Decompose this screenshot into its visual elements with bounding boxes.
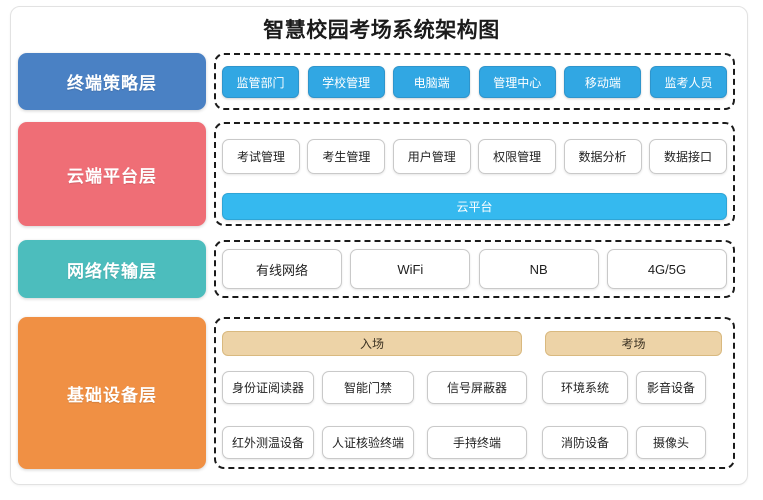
base-chip-av-equipment[interactable]: 影音设备	[636, 371, 706, 404]
layer-label-cloud-text: 云端平台层	[67, 166, 157, 186]
base-chip-signal-jammer[interactable]: 信号屏蔽器	[427, 371, 527, 404]
terminal-chip-invigilator[interactable]: 监考人员	[649, 66, 727, 98]
terminal-chip-management-center[interactable]: 管理中心	[478, 66, 556, 98]
layer-region-terminal	[214, 53, 735, 110]
terminal-chip-supervision[interactable]: 监管部门	[222, 66, 299, 98]
network-chip-nb[interactable]: NB	[478, 249, 599, 289]
cloud-chip-user-management[interactable]: 用户管理	[392, 139, 471, 174]
base-chip-infrared-thermometer[interactable]: 红外测温设备	[222, 426, 314, 459]
base-chip-environment-system[interactable]: 环境系统	[542, 371, 628, 404]
cloud-chip-data-interface[interactable]: 数据接口	[648, 139, 727, 174]
cloud-chip-exam-management[interactable]: 考试管理	[222, 139, 300, 174]
network-chip-wired[interactable]: 有线网络	[222, 249, 342, 289]
network-chip-wifi[interactable]: WiFi	[350, 249, 471, 289]
base-chip-identity-verification-terminal[interactable]: 人证核验终端	[322, 426, 414, 459]
layer-label-terminal-text: 终端策略层	[67, 74, 157, 93]
base-group-exam[interactable]: 考场	[545, 331, 722, 356]
layer-label-base: 基础设备层	[18, 317, 206, 469]
network-chip-4g5g[interactable]: 4G/5G	[606, 249, 727, 289]
terminal-chip-row: 监管部门 学校管理 电脑端 管理中心 移动端 监考人员	[222, 66, 727, 98]
base-device-row-1: 身份证阅读器 智能门禁 信号屏蔽器 环境系统 影音设备	[222, 371, 722, 404]
cloud-platform-bar[interactable]: 云平台	[222, 193, 727, 220]
cloud-chip-permission-management[interactable]: 权限管理	[478, 139, 557, 174]
base-chip-camera[interactable]: 摄像头	[636, 426, 706, 459]
cloud-chip-candidate-management[interactable]: 考生管理	[307, 139, 386, 174]
cloud-module-row: 考试管理 考生管理 用户管理 权限管理 数据分析 数据接口	[222, 139, 727, 174]
layer-label-terminal: 终端策略层	[18, 53, 206, 110]
layer-label-network-text: 网络传输层	[67, 261, 157, 281]
terminal-chip-mobile[interactable]: 移动端	[564, 66, 642, 98]
base-device-row-2: 红外测温设备 人证核验终端 手持终端 消防设备 摄像头	[222, 426, 722, 459]
terminal-chip-school-admin[interactable]: 学校管理	[307, 66, 385, 98]
base-group-entry[interactable]: 入场	[222, 331, 522, 356]
base-chip-fire-equipment[interactable]: 消防设备	[542, 426, 628, 459]
terminal-chip-pc[interactable]: 电脑端	[393, 66, 471, 98]
layer-label-network: 网络传输层	[18, 240, 206, 298]
base-chip-id-reader[interactable]: 身份证阅读器	[222, 371, 314, 404]
cloud-chip-data-analysis[interactable]: 数据分析	[563, 139, 642, 174]
layer-label-cloud: 云端平台层	[18, 122, 206, 226]
page-title: 智慧校园考场系统架构图	[263, 19, 500, 42]
network-chip-row: 有线网络 WiFi NB 4G/5G	[222, 249, 727, 289]
base-chip-handheld-terminal[interactable]: 手持终端	[427, 426, 527, 459]
base-chip-smart-access[interactable]: 智能门禁	[322, 371, 414, 404]
layer-label-base-text: 基础设备层	[67, 385, 157, 405]
